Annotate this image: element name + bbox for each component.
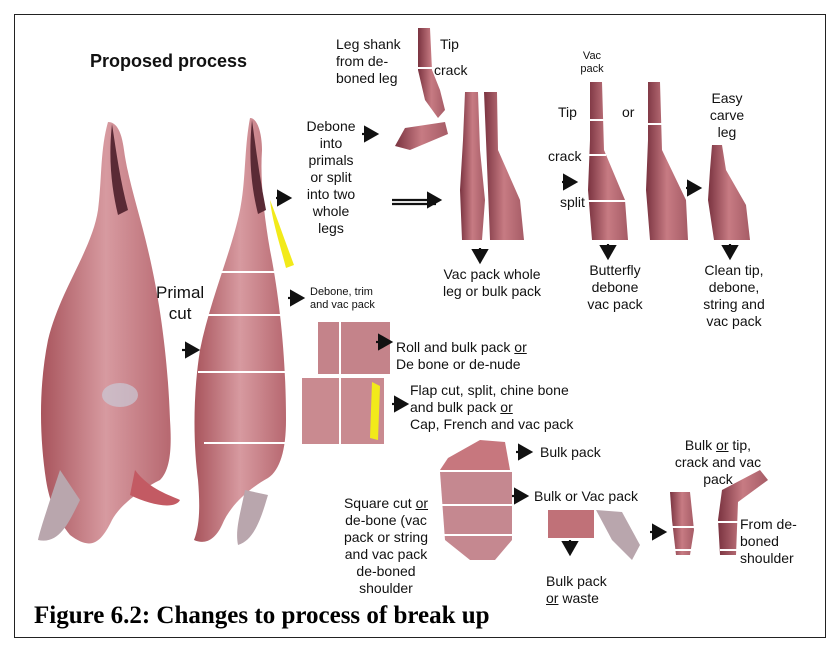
bulk-tip-label: Bulk or tip, crack and vac pack [662,420,774,488]
butterfly-label: Butterfly debone vac pack [580,262,650,313]
bulk-pack-label: Bulk pack [540,444,601,461]
vac-pack-whole-label: Vac pack whole leg or bulk pack [436,266,548,300]
whole-legs [460,92,524,240]
crack-label-mid: crack [548,148,581,165]
split-legs [588,82,688,240]
primal-cut-carcass [194,118,294,545]
easy-carve-label: Easy carve leg [700,90,754,141]
easy-carve-leg [708,145,750,240]
bulk-or-vac-label: Bulk or Vac pack [534,488,638,505]
diagram-title: Proposed process [90,50,247,72]
or-label-mid: or [622,104,634,121]
figure-caption: Figure 6.2: Changes to process of break … [34,602,490,630]
crack-label-top: crack [434,62,467,79]
debone-primals-label: Debone into primals or split into two wh… [298,118,364,237]
loin-cut [302,322,390,444]
split-label-mid: split [560,194,585,211]
flap-cut-label: Flap cut, split, chine bone and bulk pac… [410,382,610,433]
tip-label-mid: Tip [558,104,577,121]
vac-pack-label-top: Vac pack [576,50,608,76]
from-deboned-label: From de- boned shoulder [740,516,797,567]
whole-carcass [38,122,180,543]
primal-cut-label: Primal cut [156,282,204,324]
tip-label-top: Tip [440,36,459,53]
leg-shank-label: Leg shank from de- boned leg [336,36,401,87]
debone-trim-label: Debone, trim and vac pack [310,286,375,312]
clean-tip-label: Clean tip, debone, string and vac pack [694,262,774,330]
